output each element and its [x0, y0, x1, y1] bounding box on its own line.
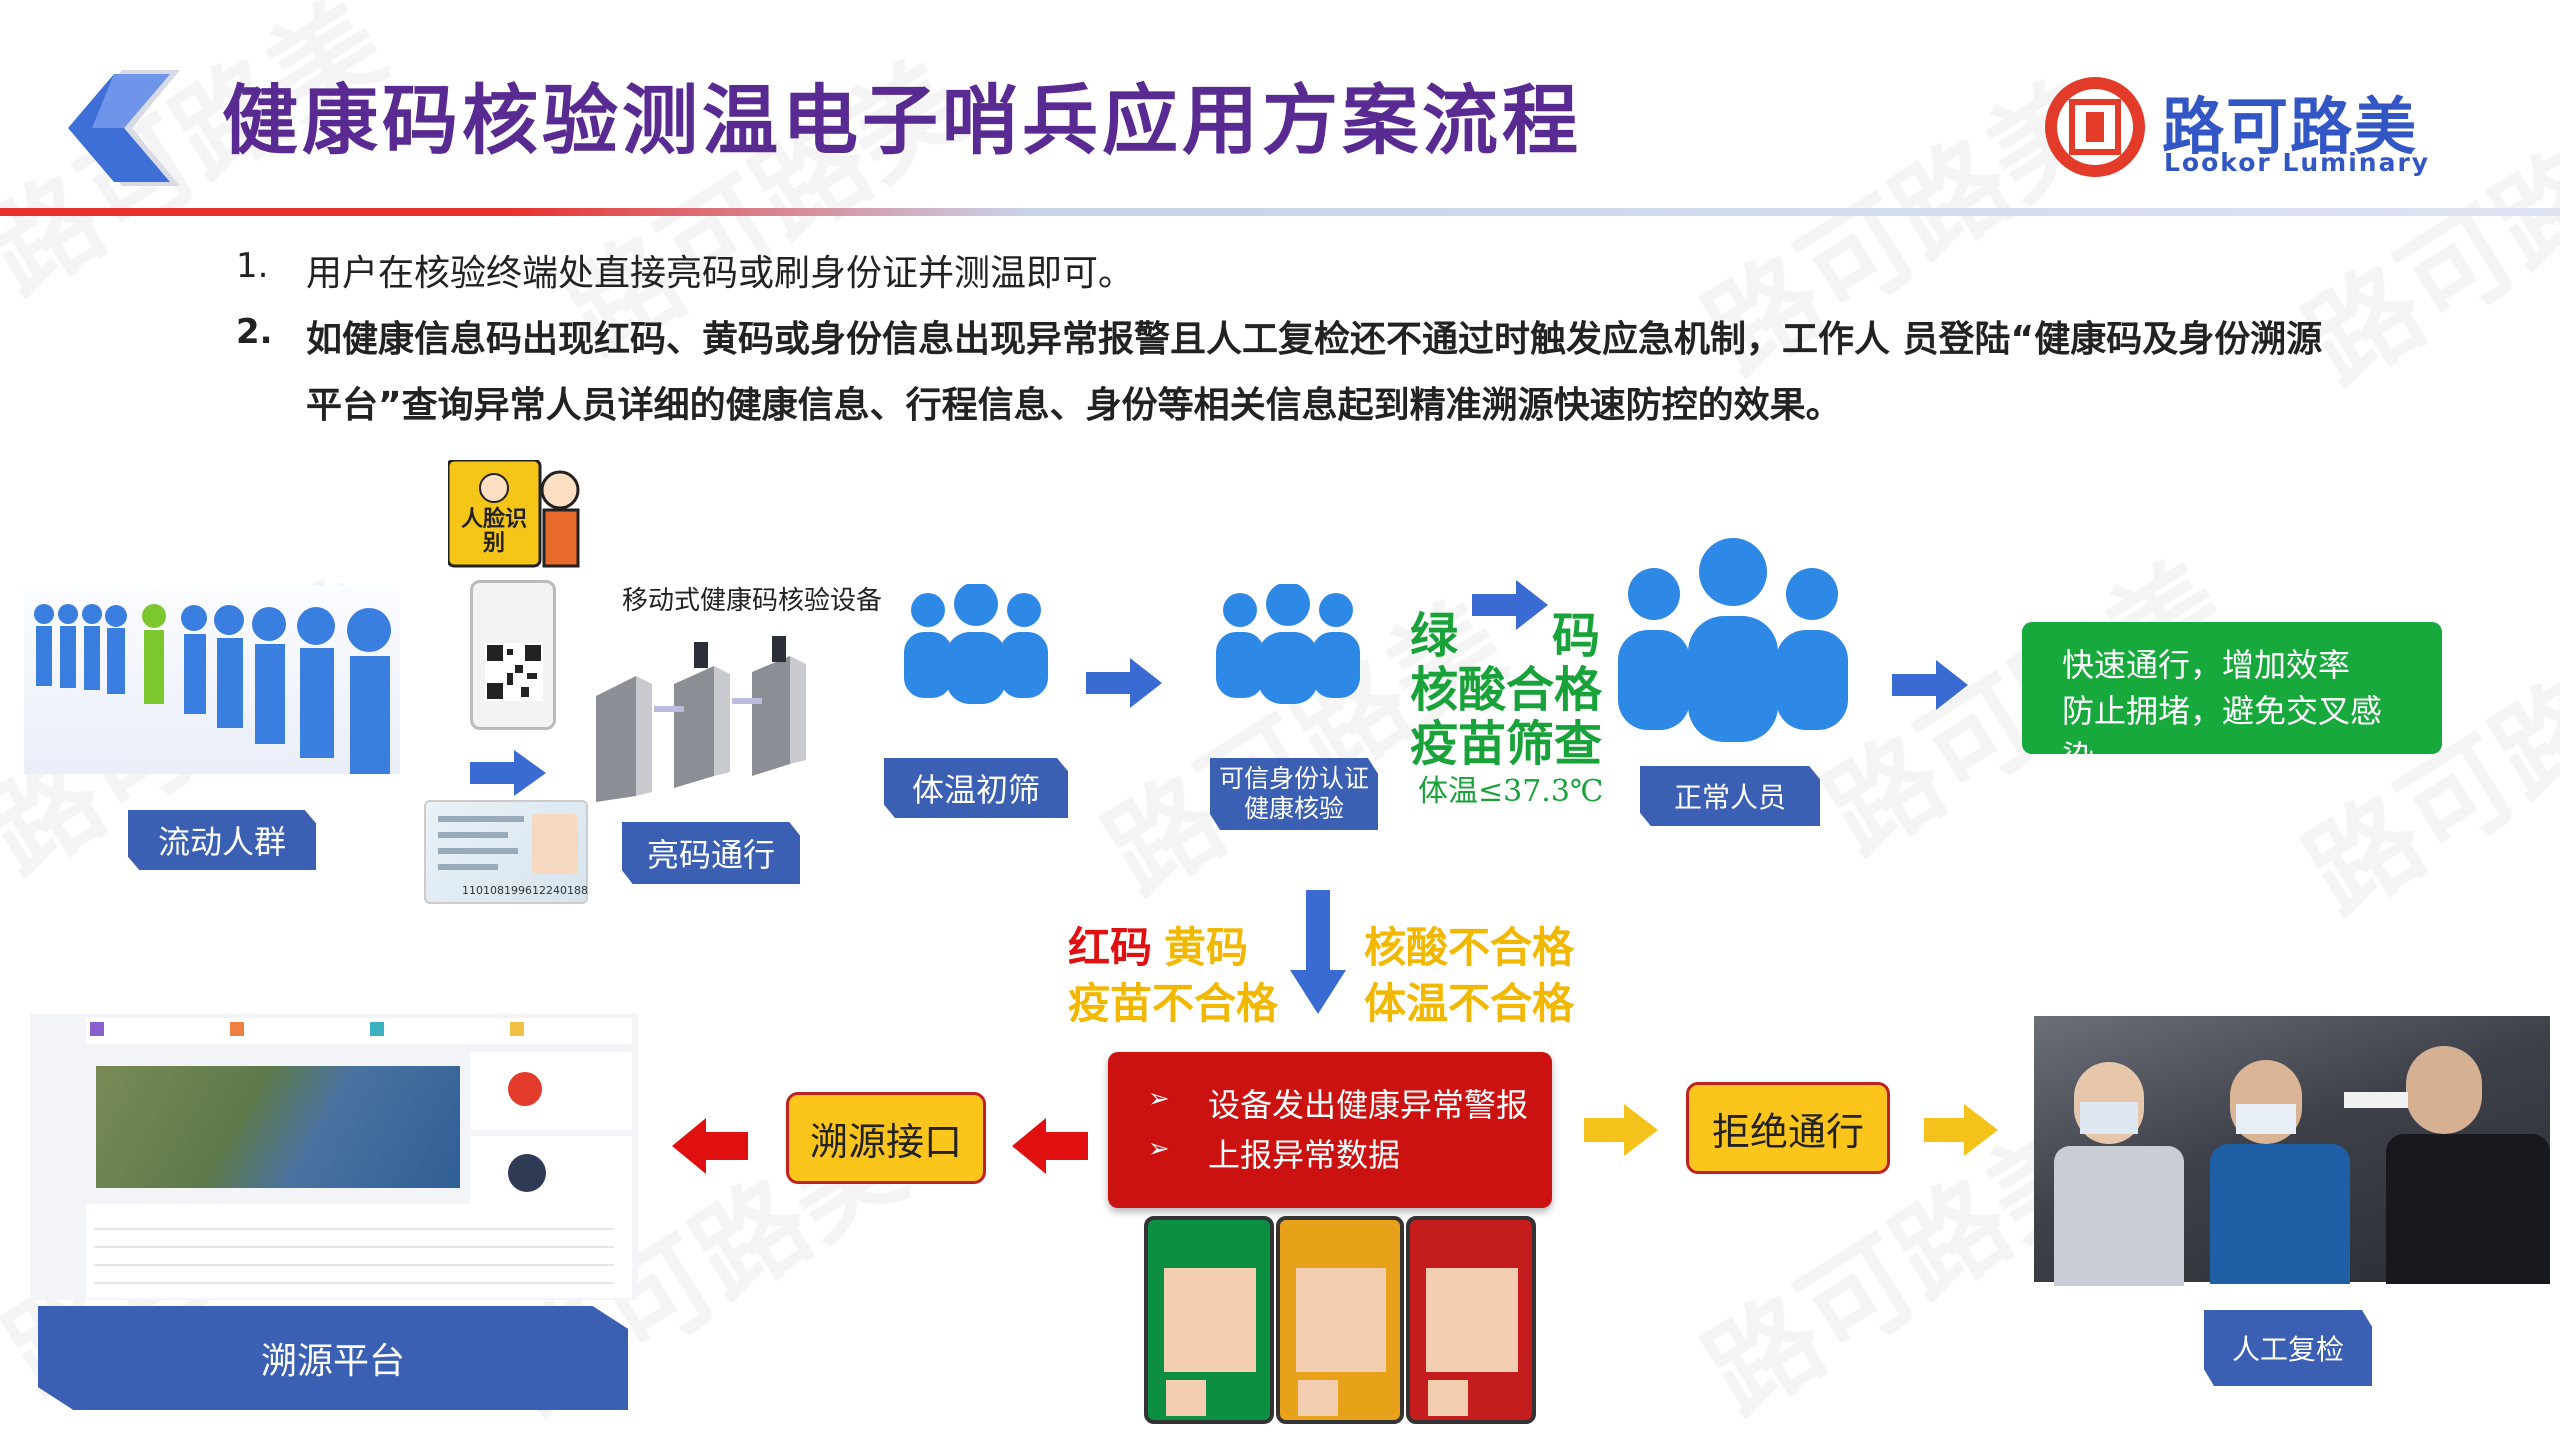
page-title: 健康码核验测温电子哨兵应用方案流程: [222, 76, 1582, 165]
terminal-screen-1: [1144, 1216, 1274, 1424]
terminal-screen-3: [1406, 1216, 1536, 1424]
result-line1: 快速通行，增加效率: [2062, 646, 2351, 684]
item1-text: 用户在核验终端处直接亮码或刷身份证并测温即可。: [306, 253, 1135, 294]
logo-en: Lookor Luminary: [2164, 148, 2431, 177]
arrow-right-icon: [470, 750, 546, 800]
logo-icon: [2045, 77, 2145, 177]
red-code-text: 红码: [1068, 923, 1153, 972]
normal-person-label: 正常人员: [1640, 766, 1820, 826]
arrow-left-icon: [672, 1118, 748, 1178]
vaccine-check-text: 疫苗筛查: [1410, 716, 1603, 772]
trace-platform-label: 溯源平台: [38, 1306, 628, 1410]
trace-interface-text: 溯源接口: [809, 1119, 962, 1164]
yellow-code-text: 黄码: [1164, 923, 1249, 972]
qr-code-icon: [485, 643, 543, 701]
pie-dark: [508, 1154, 546, 1192]
id-photo: [532, 814, 578, 874]
item2-line2: 平台”查询异常人员详细的健康信息、行程信息、身份等相关信息起到精准溯源快速防控的…: [306, 385, 1842, 426]
people-group-icon: [1618, 538, 1848, 742]
arrow-right-icon: [1472, 580, 1548, 634]
arrow-right-icon: [1924, 1104, 1998, 1160]
face-sign-text: 人脸识别: [460, 507, 527, 556]
identity-check-label: 可信身份认证 健康核验: [1210, 758, 1378, 830]
refuse-text: 拒绝通行: [1711, 1109, 1864, 1154]
map-view: [96, 1066, 460, 1188]
terminal-screen-2: [1276, 1216, 1404, 1424]
refuse-box: 拒绝通行: [1686, 1082, 1890, 1174]
item2-number: 2.: [236, 312, 273, 352]
id-card-image: 110108199612240188: [424, 800, 588, 904]
pie-red: [508, 1072, 542, 1106]
crowd-label: 流动人群: [128, 810, 316, 870]
item2-line1: 如健康信息码出现红码、黄码或身份信息出现异常报警且人工复检还不通过时触发应急机制…: [306, 319, 2323, 360]
alarm-line1: 设备发出健康异常警报: [1208, 1086, 1529, 1124]
people-group-icon: [904, 584, 1048, 704]
green-text: 绿: [1410, 608, 1459, 664]
back-chevron-icon[interactable]: [62, 66, 192, 190]
face-recognition-sign: 人脸识别: [446, 458, 584, 570]
scan-pass-label: 亮码通行: [622, 822, 800, 884]
arrow-left-icon: [1012, 1118, 1088, 1178]
device-caption: 移动式健康码核验设备: [622, 586, 883, 616]
temp-screen-label: 体温初筛: [884, 758, 1068, 818]
turnstile-image: [596, 636, 830, 802]
nucleic-fail-text: 核酸不合格: [1364, 923, 1575, 972]
bullet-icon: ➢: [1148, 1084, 1170, 1114]
crowd-image: [24, 586, 400, 774]
nucleic-ok-text: 核酸合格: [1410, 662, 1603, 718]
header-divider: [0, 208, 2560, 216]
people-group-icon: [1216, 584, 1360, 704]
result-line2: 防止拥堵，避免交叉感染: [2062, 692, 2383, 776]
id-card-number: 110108199612240188: [462, 884, 588, 897]
identity-check-line1: 可信身份认证: [1218, 764, 1369, 793]
result-box: 快速通行，增加效率 防止拥堵，避免交叉感染: [2022, 622, 2442, 776]
arrow-right-icon: [1584, 1104, 1658, 1160]
identity-check-line2: 健康核验: [1243, 794, 1344, 823]
brand-logo: 路可路美 Lookor Luminary: [2040, 72, 2440, 182]
platform-dashboard-image: [30, 1014, 638, 1300]
logo-cn: 路可路美: [2162, 90, 2419, 163]
temp-fail-text: 体温不合格: [1364, 979, 1575, 1028]
item1-number: 1.: [236, 246, 269, 286]
alarm-line2: 上报异常数据: [1208, 1136, 1401, 1174]
vaccine-fail-text: 疫苗不合格: [1068, 979, 1279, 1028]
alarm-box: ➢ 设备发出健康异常警报 ➢ 上报异常数据: [1108, 1052, 1552, 1208]
manual-recheck-photo: [2034, 1016, 2550, 1286]
trace-interface-box: 溯源接口: [786, 1092, 986, 1184]
bullet-icon: ➢: [1148, 1134, 1170, 1164]
manual-recheck-label: 人工复检: [2204, 1310, 2372, 1386]
phone-qr-image: [470, 580, 556, 730]
arrow-right-icon: [1892, 660, 1968, 714]
arrow-down-icon: [1290, 890, 1346, 1018]
temp-ok-text: 体温≤37.3℃: [1418, 774, 1604, 809]
code-text: 码: [1552, 608, 1601, 664]
arrow-right-icon: [1086, 658, 1162, 712]
